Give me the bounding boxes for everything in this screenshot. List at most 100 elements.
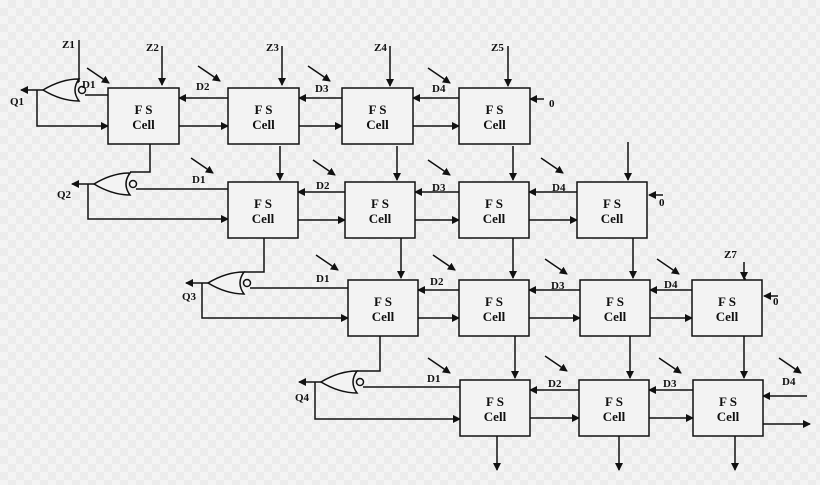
fs-cell-r2-c2-label-bottom: Cell (369, 211, 392, 226)
zero-label-1: 0 (549, 98, 555, 110)
input-label-z4: Z4 (374, 42, 387, 54)
inverter-bubble-q3 (242, 278, 252, 288)
divisor-label-r2-4: D4 (552, 182, 566, 194)
divisor-arrow-r1-3 (307, 65, 331, 82)
divisor-arrow-r2-2 (312, 159, 336, 176)
fs-cell-r2-c2-box (344, 181, 416, 239)
fs-cell-r1-c4-label-top: F S (486, 102, 504, 117)
fs-cell-r2-c3-label-bottom: Cell (483, 211, 506, 226)
fs-cell-r3-c3-label-top: F S (606, 294, 624, 309)
fs-cell-r4-c3-label-bottom: Cell (717, 409, 740, 424)
fs-cell-r3-c1-box (347, 279, 419, 337)
or-gate-q1 (41, 78, 81, 102)
fs-cell-r3-c2-label-top: F S (485, 294, 503, 309)
divisor-arrow-r1-4 (427, 67, 451, 84)
feedback-q1 (36, 90, 109, 130)
divisor-arrow-r4-3 (658, 357, 682, 374)
divisor-arrow-r4-4 (778, 357, 802, 374)
fs-cell-r3-c2-box (458, 279, 530, 337)
fs-cell-r2-c4-box (576, 181, 648, 239)
fs-cell-r1-c2-label-bottom: Cell (252, 117, 275, 132)
divisor-label-r1-3: D3 (315, 83, 329, 95)
fs-cell-r2-c1-box (227, 181, 299, 239)
fs-cell-r1-c3-box (341, 87, 414, 145)
q-output-label-2: Q2 (57, 189, 72, 201)
divisor-arrow-r2-4 (540, 157, 564, 174)
fs-cell-r3-c3-box (579, 279, 651, 337)
divisor-arrow-r2-1 (190, 157, 214, 174)
feedback-q4 (314, 382, 461, 423)
fs-cell-r4-c1-label-bottom: Cell (484, 409, 507, 424)
divisor-arrow-r1-1 (86, 67, 110, 84)
fs-cell-r3-c4-box (691, 279, 763, 337)
fs-cell-r1-c2-label-top: F S (255, 102, 273, 117)
zero-label-2: 0 (659, 197, 665, 209)
divisor-label-r2-3: D3 (432, 182, 446, 194)
divisor-arrow-r4-1 (427, 357, 451, 374)
divisor-arrow-r1-2 (197, 65, 221, 82)
input-label-z5: Z5 (491, 42, 504, 54)
link-r2-to-gate-q3 (244, 238, 265, 273)
fs-cell-r1-c3-label-top: F S (369, 102, 387, 117)
inverter-bubble-q1 (77, 85, 87, 95)
divisor-label-r3-3: D3 (551, 280, 565, 292)
q-output-label-1: Q1 (10, 96, 24, 108)
divisor-label-r4-3: D3 (663, 378, 677, 390)
fs-cell-r3-c1-label-bottom: Cell (372, 309, 395, 324)
zero-label-3: 0 (773, 296, 779, 308)
divisor-arrow-r3-3 (544, 258, 568, 275)
feedback-q2 (87, 184, 229, 223)
q-output-label-4: Q4 (295, 392, 310, 404)
fs-cell-r2-c3-label-top: F S (485, 196, 503, 211)
fs-cell-r4-c2-label-top: F S (605, 394, 623, 409)
fs-cell-r2-c2-label-top: F S (371, 196, 389, 211)
divisor-label-r1-4: D4 (432, 83, 446, 95)
fs-cell-r4-c1-box (459, 379, 531, 437)
gates (41, 78, 365, 394)
link-r3-to-gate-q4 (357, 336, 381, 372)
fs-cell-r1-c1-label-top: F S (135, 102, 153, 117)
fs-cell-r3-c1-label-top: F S (374, 294, 392, 309)
divisor-arrow-r2-3 (427, 159, 451, 176)
input-label-z3: Z3 (266, 42, 279, 54)
divisor-arrow-r3-2 (432, 254, 456, 271)
divisor-arrow-r3-4 (656, 258, 680, 275)
input-label-z2: Z2 (146, 42, 159, 54)
fs-cell-r3-c4-label-top: F S (718, 294, 736, 309)
or-gate-q4 (319, 370, 359, 394)
divisor-label-r2-1: D1 (192, 174, 205, 186)
inverter-bubble-q4 (355, 377, 365, 387)
inverter-bubble-q2 (128, 179, 138, 189)
divisor-label-r1-2: D2 (196, 81, 210, 93)
fs-cell-r2-c1-label-top: F S (254, 196, 272, 211)
fs-cell-r1-c1-label-bottom: Cell (132, 117, 155, 132)
fs-cell-r1-c2-box (227, 87, 300, 145)
fs-cell-r1-c4-label-bottom: Cell (483, 117, 506, 132)
divisor-label-r1-1: D1 (82, 79, 95, 91)
fs-cell-r4-c3-label-top: F S (719, 394, 737, 409)
divisor-arrow-r3-1 (315, 254, 339, 271)
feedback-q3 (201, 283, 349, 322)
fs-cell-r4-c1-label-top: F S (486, 394, 504, 409)
or-gate-q3 (206, 271, 246, 295)
link-r1-to-gate-q2 (130, 144, 151, 173)
divisor-label-r3-4: D4 (664, 279, 678, 291)
q-output-label-3: Q3 (182, 291, 197, 303)
fs-cell-r4-c3-box (692, 379, 764, 437)
divisor-label-r4-4: D4 (782, 376, 796, 388)
wires (20, 40, 811, 471)
divisor-label-r4-1: D1 (427, 373, 440, 385)
